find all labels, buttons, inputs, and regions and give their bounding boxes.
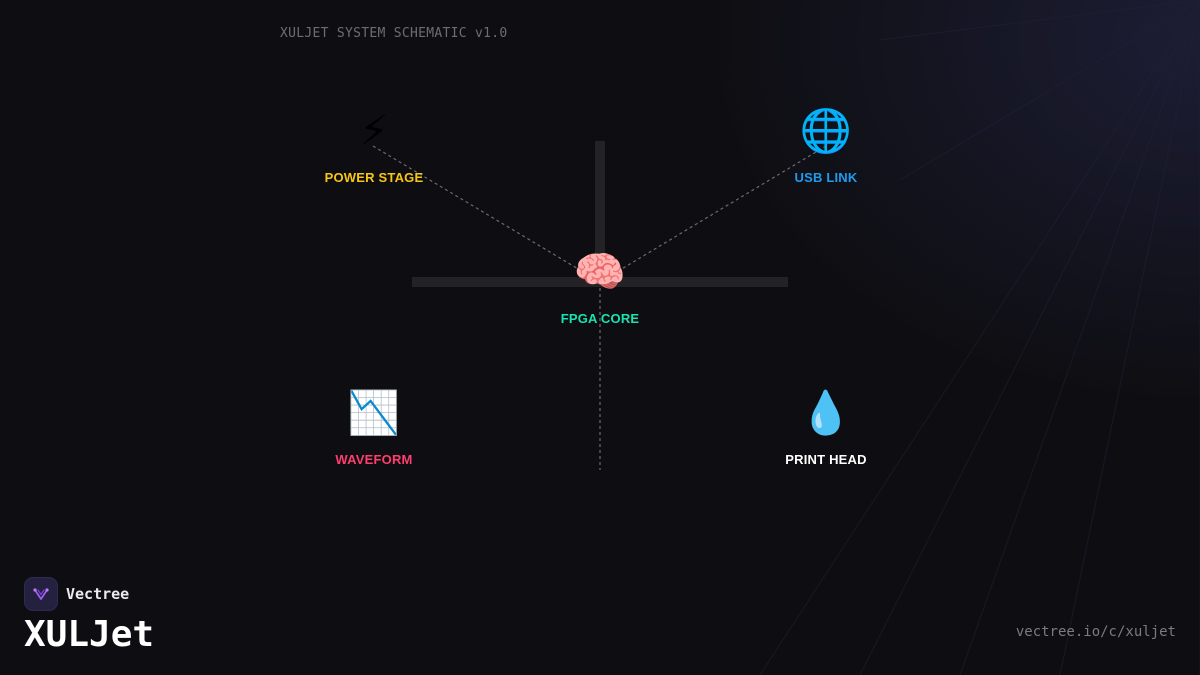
node-label: POWER STAGE xyxy=(324,170,424,185)
node-print-head: 💧 PRINT HEAD xyxy=(756,388,896,467)
node-power-stage: ⚡ POWER STAGE xyxy=(304,106,444,185)
schematic-caption: XULJET SYSTEM SCHEMATIC v1.0 xyxy=(280,26,508,41)
chart-decreasing-icon: 📉 xyxy=(347,388,401,437)
product-title: XULJet xyxy=(24,614,155,655)
bus-vertical xyxy=(595,141,605,286)
node-usb-link: 🌐 USB LINK xyxy=(756,106,896,185)
wire-usb-to-fpga xyxy=(599,145,827,283)
brand-block: Vectree XULJet xyxy=(24,577,154,657)
node-label: PRINT HEAD xyxy=(785,452,867,467)
node-fpga-core: 🧠 FPGA CORE xyxy=(530,247,670,326)
vectree-logo-icon xyxy=(24,577,58,611)
node-waveform: 📉 WAVEFORM xyxy=(304,388,444,467)
brand-name: Vectree xyxy=(66,585,130,603)
brain-icon: 🧠 xyxy=(573,247,627,296)
lightning-icon: ⚡ xyxy=(359,106,389,155)
wire-power-to-fpga xyxy=(372,145,601,283)
globe-icon: 🌐 xyxy=(799,106,853,155)
node-label: FPGA CORE xyxy=(560,311,640,326)
droplet-icon: 💧 xyxy=(799,388,853,437)
node-label: WAVEFORM xyxy=(335,452,413,467)
footer-url[interactable]: vectree.io/c/xuljet xyxy=(1015,624,1176,640)
node-label: USB LINK xyxy=(794,170,858,185)
